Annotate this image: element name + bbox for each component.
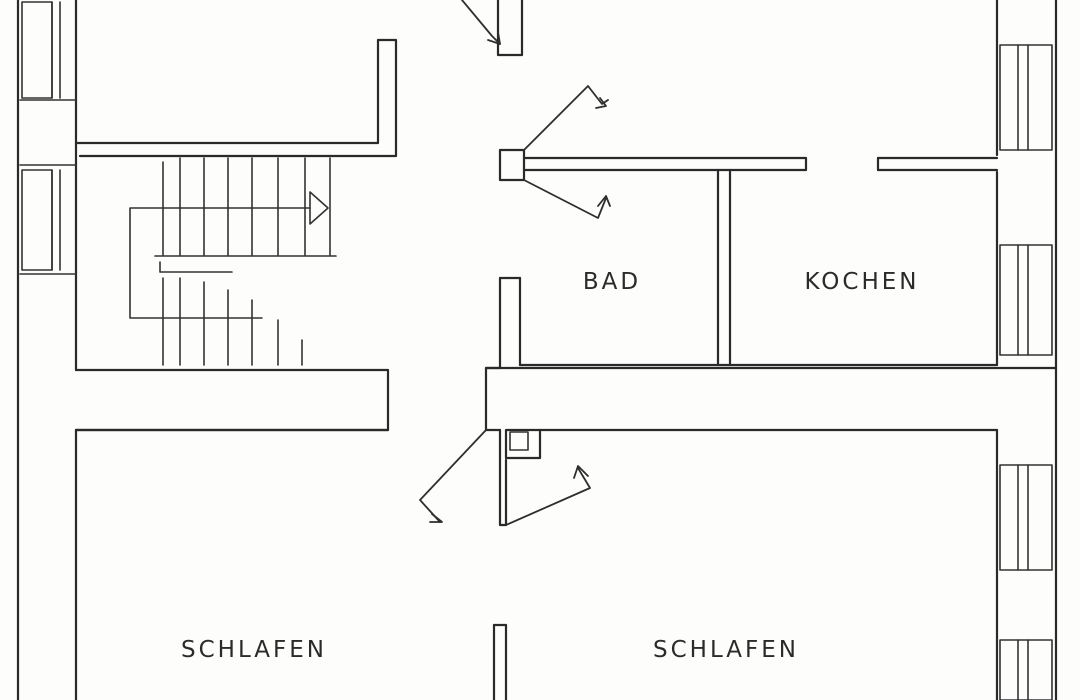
stairwell-walls [74, 38, 398, 432]
room-label-schlafen-left: SCHLAFEN [181, 637, 327, 663]
bath-door-swings [523, 85, 611, 219]
bath-kitchen-walls [484, 148, 1058, 432]
outer-walls [16, 0, 1058, 700]
top-door [461, 0, 524, 57]
room-label-kochen: KOCHEN [804, 269, 920, 295]
right-windows [999, 44, 1053, 700]
left-windows [19, 1, 77, 275]
bedroom-walls [74, 428, 999, 700]
room-label-bad: BAD [582, 269, 642, 295]
room-label-schlafen-right: SCHLAFEN [653, 637, 799, 663]
bedroom-door-swings [419, 429, 591, 526]
staircase [129, 157, 337, 366]
